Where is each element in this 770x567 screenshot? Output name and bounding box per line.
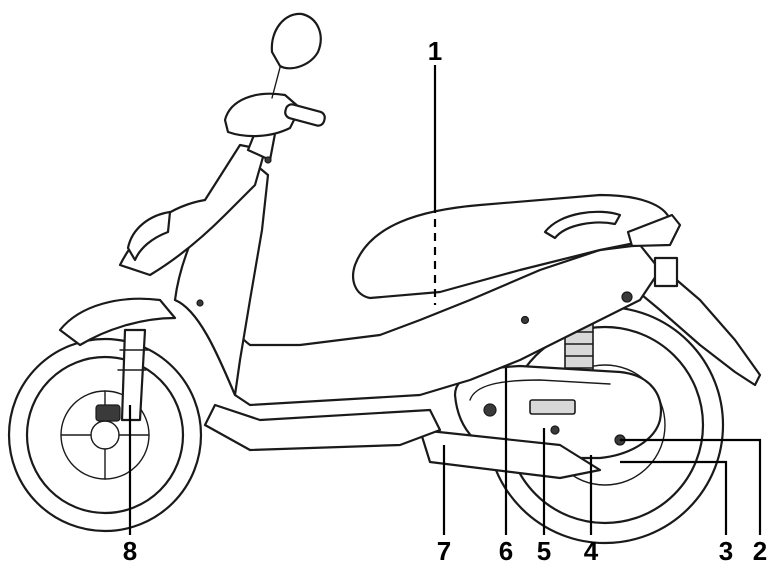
callout-3: 3 xyxy=(719,536,733,566)
callout-6: 6 xyxy=(499,536,513,566)
callout-8: 8 xyxy=(123,536,137,566)
headlight xyxy=(126,210,172,262)
callout-7: 7 xyxy=(437,536,451,566)
mirror xyxy=(270,12,322,70)
front-brake-caliper xyxy=(95,404,121,422)
rear-fender xyxy=(628,253,762,387)
callout-2: 2 xyxy=(753,536,767,566)
callout-4: 4 xyxy=(584,536,599,566)
muffler xyxy=(418,428,602,480)
floorboard xyxy=(203,403,442,452)
tail-light xyxy=(626,213,682,248)
front-fender xyxy=(58,297,177,347)
leg-shield xyxy=(173,158,270,397)
leader-lines xyxy=(128,65,762,535)
front-fork xyxy=(95,328,149,422)
callout-1: 1 xyxy=(428,36,442,66)
license-holder xyxy=(653,256,679,288)
front-wheel xyxy=(7,337,203,533)
handle-grip xyxy=(284,103,326,127)
engine-detail xyxy=(529,399,576,415)
grab-handle xyxy=(543,210,622,240)
callout-5: 5 xyxy=(537,536,551,566)
